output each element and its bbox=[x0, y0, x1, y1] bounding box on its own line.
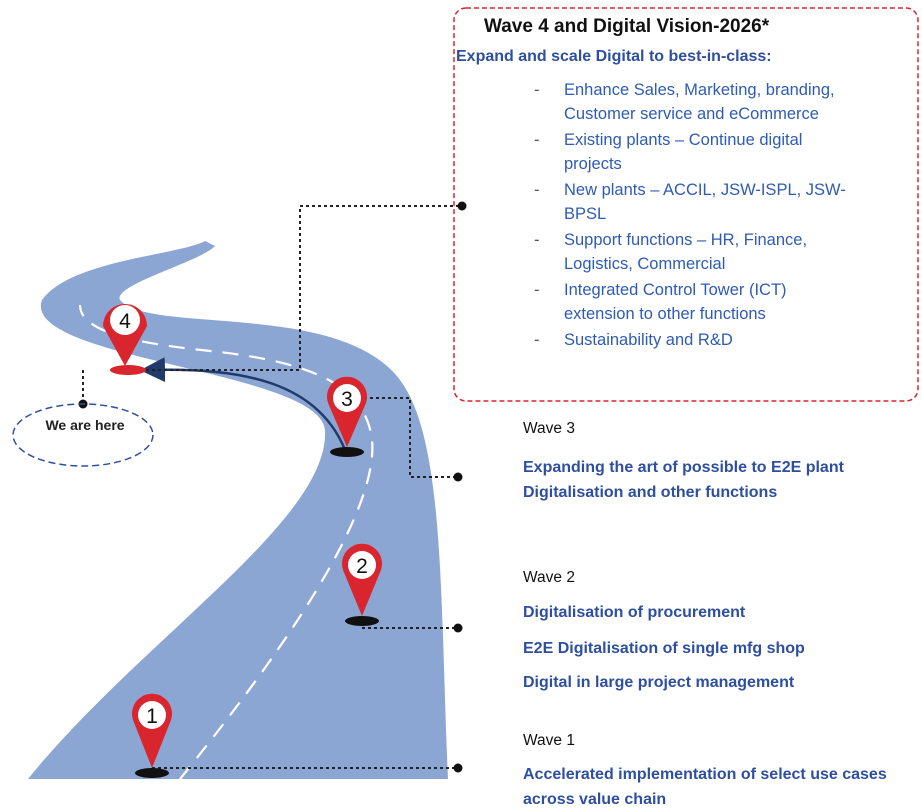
dash-bullet: - bbox=[534, 331, 540, 349]
road bbox=[28, 241, 448, 779]
wave4-item-text: Enhance Sales, Marketing, branding, Cust… bbox=[564, 81, 835, 123]
wave4-subtitle: Expand and scale Digital to best-in-clas… bbox=[456, 48, 772, 65]
wave2-item: Digitalisation of procurement bbox=[523, 604, 746, 621]
wave4-title: Wave 4 and Digital Vision-2026* bbox=[484, 16, 770, 37]
leader-line-wave4 bbox=[128, 205, 462, 371]
wave4-item-text: Sustainability and R&D bbox=[564, 331, 733, 349]
we-are-here-label: We are here bbox=[45, 417, 125, 433]
dash-bullet: - bbox=[534, 131, 540, 149]
wave4-list-item: - Support functions – HR, Finance, Logist… bbox=[500, 228, 922, 276]
wave3-label: Wave 3 bbox=[523, 420, 575, 437]
dash-bullet: - bbox=[534, 181, 540, 199]
dash-bullet: - bbox=[534, 231, 540, 249]
pin-number-4: 4 bbox=[119, 310, 131, 333]
pin-number-1: 1 bbox=[146, 705, 158, 728]
leader-line-wave3 bbox=[346, 397, 458, 478]
wave4-item-text: New plants – ACCIL, JSW-ISPL, JSW-BPSL bbox=[564, 181, 846, 223]
dash-bullet: - bbox=[534, 281, 540, 299]
wave4-list-item: - Sustainability and R&D bbox=[500, 328, 922, 352]
wave1-text: Accelerated implementation of select use… bbox=[523, 766, 887, 808]
we-are-here-ellipse bbox=[12, 403, 154, 467]
wave1-label: Wave 1 bbox=[523, 732, 575, 749]
wave4-item-text: Support functions – HR, Finance, Logisti… bbox=[564, 231, 808, 273]
dash-bullet: - bbox=[534, 81, 540, 99]
wave4-callout-box bbox=[453, 7, 919, 402]
pin-base-4 bbox=[110, 365, 146, 375]
wave3-text: Expanding the art of possible to E2E pla… bbox=[523, 459, 844, 501]
wave4-list-item: - Existing plants – Continue digital proj… bbox=[500, 128, 922, 176]
wave4-item-text: Integrated Control Tower (ICT) extension… bbox=[564, 281, 787, 323]
pin-base-1 bbox=[135, 768, 169, 778]
map-pin-icon-4: 4 bbox=[103, 304, 147, 366]
wave2-label: Wave 2 bbox=[523, 569, 575, 586]
pin-number-2: 2 bbox=[356, 555, 368, 578]
wave2-item: E2E Digitalisation of single mfg shop bbox=[523, 640, 805, 657]
map-pin-icon-2: 2 bbox=[342, 543, 382, 616]
pin-number-3: 3 bbox=[341, 388, 353, 411]
wave4-list-item: - Integrated Control Tower (ICT) extensio… bbox=[500, 278, 922, 326]
wave2-item: Digital in large project management bbox=[523, 674, 795, 691]
wave4-list: - Enhance Sales, Marketing, branding, Cus… bbox=[500, 78, 922, 354]
wave4-list-item: - Enhance Sales, Marketing, branding, Cus… bbox=[500, 78, 922, 126]
wave4-item-text: Existing plants – Continue digital proje… bbox=[564, 131, 803, 173]
map-pin-icon-1: 1 bbox=[132, 693, 172, 768]
map-pin-icon-3: 3 bbox=[327, 376, 367, 447]
leader-lines bbox=[82, 205, 462, 769]
pin-base-2 bbox=[345, 616, 379, 626]
wave4-list-item: - New plants – ACCIL, JSW-ISPL, JSW-BPSL bbox=[500, 178, 922, 226]
pin-base-3 bbox=[330, 447, 364, 457]
